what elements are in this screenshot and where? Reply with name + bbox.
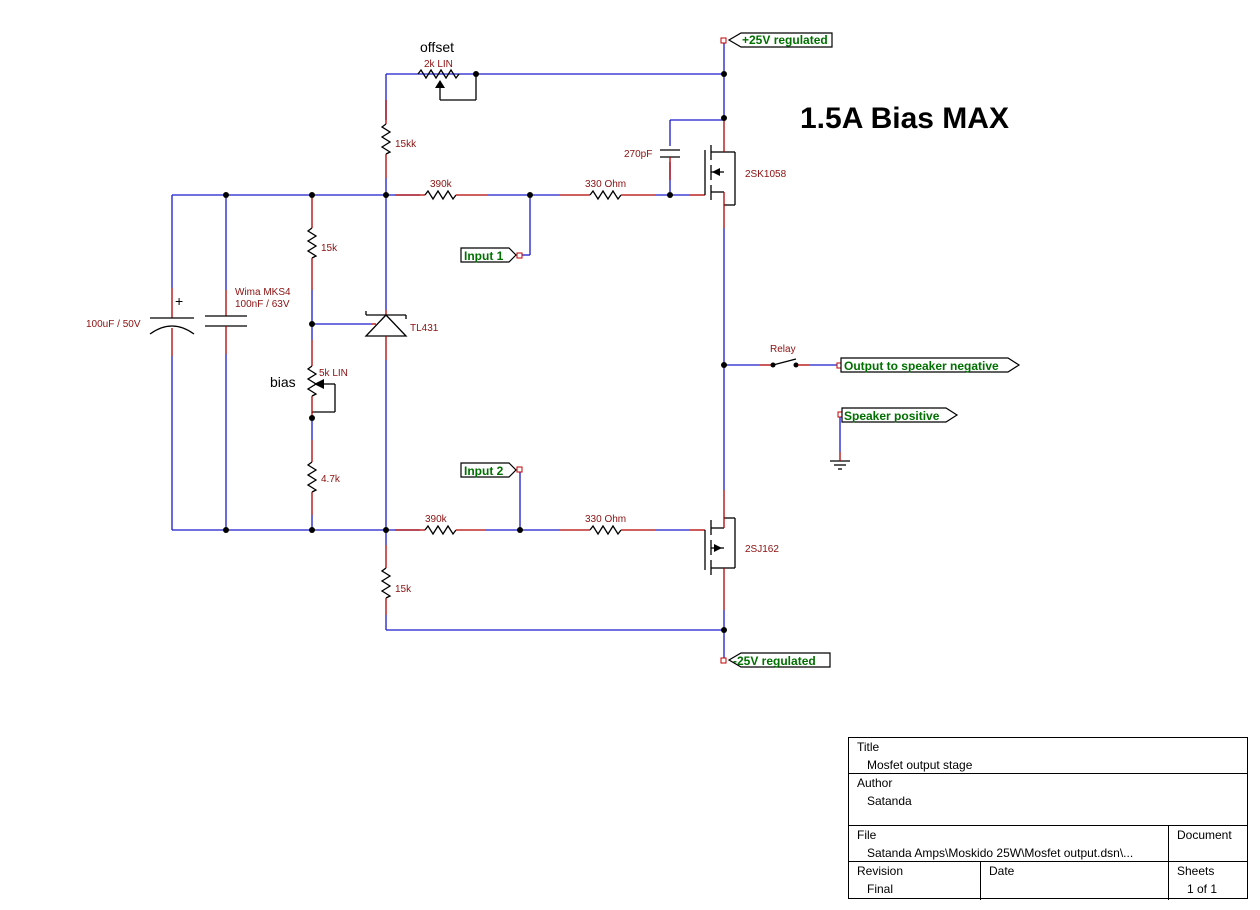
revision-row: Revision Final Date Sheets 1 of 1 <box>849 862 1247 900</box>
resistor-330-upper: 330 Ohm <box>560 179 655 201</box>
revision-label: Revision <box>857 864 904 878</box>
output-speaker-negative-port: Output to speaker negative <box>836 357 1021 373</box>
tl431-shunt: TL431 <box>364 310 439 360</box>
svg-text:+: + <box>175 293 183 309</box>
resistor-330-lower: 330 Ohm <box>560 514 655 536</box>
r-in2-label: 390k <box>425 514 448 525</box>
spk-pos-label: Speaker positive <box>844 409 940 423</box>
sheets-value: 1 of 1 <box>1187 882 1218 896</box>
input1-port: Input 1 <box>460 247 523 263</box>
author-row: Author Satanda <box>849 774 1247 826</box>
junction-dots <box>223 71 727 633</box>
file-label: File <box>857 828 877 842</box>
bias-max-heading: 1.5A Bias MAX <box>800 102 1009 135</box>
author-value: Satanda <box>867 794 912 808</box>
tl431-label: TL431 <box>410 323 439 334</box>
r-top-label: 15kk <box>395 139 417 150</box>
title-value: Mosfet output stage <box>867 758 973 772</box>
resistor-4k7: 4.7k <box>306 440 341 515</box>
capacitor-270pf: 270pF <box>624 149 680 180</box>
resistor-15k-bottom: 15k <box>380 545 412 615</box>
mosfet-2sj162: 2SJ162 <box>690 517 779 575</box>
offset-pot-name: offset <box>420 39 454 55</box>
r-divider-top-label: 15k <box>321 243 338 254</box>
r-bottom-label: 15k <box>395 584 412 595</box>
bias-pot-value: 5k LIN <box>319 368 348 379</box>
resistor-15k-divider: 15k <box>306 195 338 290</box>
mosfet-2sk1058: 2SK1058 <box>690 145 787 206</box>
pos-supply-label: +25V regulated <box>742 33 828 47</box>
file-value: ...\Satanda Amps\Moskido 25W\Mosfet outp… <box>867 846 1134 860</box>
r-gate1-label: 330 Ohm <box>585 179 626 190</box>
cap-electrolytic-label: 100uF / 50V <box>86 319 141 330</box>
neg-supply-label: -25V regulated <box>733 654 816 668</box>
capacitor-100uf: + 100uF / 50V <box>86 195 195 530</box>
sheets-label: Sheets <box>1177 864 1215 878</box>
bias-pot-name: bias <box>270 374 296 390</box>
resistor-390k-lower: 390k <box>395 514 486 536</box>
r-gate2-label: 330 Ohm <box>585 514 626 525</box>
resistor-15kk: 15kk <box>380 100 417 178</box>
speaker-positive-port: Speaker positive <box>830 407 959 470</box>
title-label: Title <box>857 740 880 754</box>
out-neg-label: Output to speaker negative <box>844 359 999 373</box>
cap-gate-label: 270pF <box>624 149 652 160</box>
relay-switch: Relay <box>760 344 810 368</box>
document-label: Document <box>1177 828 1232 842</box>
cap-film-value-label: 100nF / 63V <box>235 299 290 310</box>
resistor-390k-upper: 390k <box>395 179 488 201</box>
capacitor-wima: Wima MKS4 100nF / 63V <box>205 195 291 530</box>
offset-pot-value: 2k LIN <box>424 59 453 70</box>
cap-film-brand-label: Wima MKS4 <box>235 287 291 298</box>
r-divider-bottom-label: 4.7k <box>321 474 341 485</box>
title-block: Title Mosfet output stage Author Satanda… <box>848 737 1248 900</box>
offset-potentiometer: offset 2k LIN <box>417 39 477 101</box>
input2-port: Input 2 <box>460 462 523 478</box>
mosfet-p-label: 2SJ162 <box>745 544 779 555</box>
bias-potentiometer: bias 5k LIN <box>270 365 348 413</box>
author-label: Author <box>857 776 893 790</box>
revision-value: Final <box>867 882 894 896</box>
date-label: Date <box>989 864 1015 878</box>
input1-label: Input 1 <box>464 249 504 263</box>
r-in1-label: 390k <box>430 179 453 190</box>
input2-label: Input 2 <box>464 464 504 478</box>
neg-supply-port: -25V regulated <box>720 652 831 668</box>
relay-label: Relay <box>770 344 796 355</box>
pos-supply-port: +25V regulated <box>720 32 833 48</box>
file-row: File ...\Satanda Amps\Moskido 25W\Mosfet… <box>849 826 1247 862</box>
title-row: Title Mosfet output stage <box>849 738 1247 774</box>
mosfet-n-label: 2SK1058 <box>745 169 787 180</box>
